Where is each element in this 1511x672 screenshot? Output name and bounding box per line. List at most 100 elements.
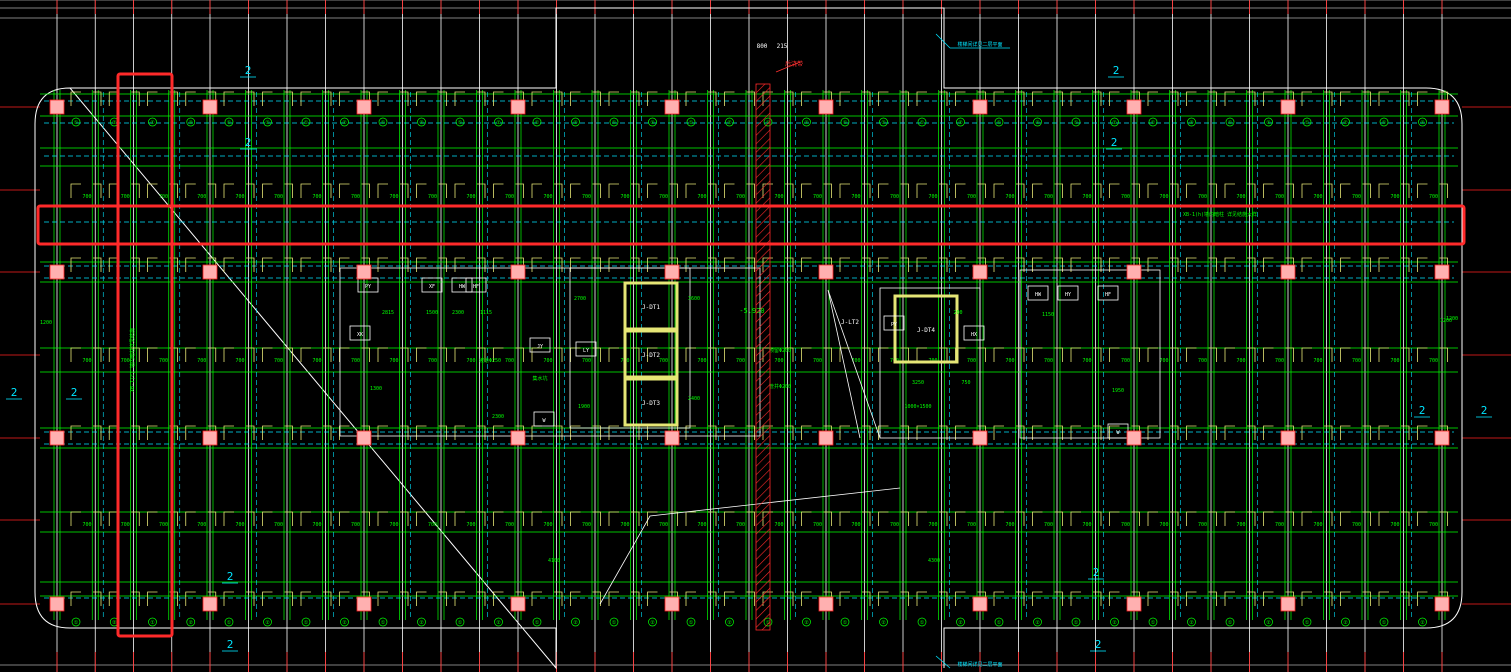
- column: [49, 264, 65, 280]
- highlight-horizontal-strip: [36, 204, 1466, 246]
- span-label: 700: [505, 194, 514, 200]
- rebar-bracket: [93, 91, 102, 106]
- rebar-bracket: [1032, 183, 1043, 198]
- slab-marker-circle: [648, 117, 657, 127]
- rebar-bracket: [477, 347, 486, 362]
- rebar-bracket: [1401, 511, 1410, 526]
- rebar-bracket: [108, 425, 120, 440]
- rebar-bracket: [839, 425, 850, 440]
- rebar-bracket: [685, 425, 696, 440]
- rebar-bracket: [1170, 511, 1179, 526]
- rebar-bracket: [400, 347, 409, 362]
- column: [1126, 264, 1142, 280]
- rebar-bracket: [108, 257, 120, 272]
- rebar-bracket: [1340, 511, 1351, 526]
- slab-marker-circle: [1225, 617, 1235, 627]
- rebar-bracket: [900, 257, 909, 272]
- rebar-bracket: [878, 347, 889, 362]
- slab-marker-circle: [994, 617, 1004, 627]
- span-label: 700: [505, 522, 514, 528]
- span-label: 700: [1429, 194, 1438, 200]
- rebar-bracket: [785, 511, 794, 526]
- ramp-lines: [599, 289, 901, 605]
- span-label: 700: [1275, 194, 1284, 200]
- rebar-bracket: [669, 511, 678, 526]
- span-label: 700: [774, 522, 783, 528]
- slab-marker-circle: [494, 617, 503, 627]
- slab-marker-circle: [686, 617, 696, 627]
- slab-marker: ②: [1112, 620, 1117, 626]
- column: [49, 596, 65, 612]
- rebar-bracket: [724, 425, 735, 440]
- rebar-bracket: [438, 425, 447, 440]
- rebar-bracket: [1224, 591, 1235, 606]
- rebar-bracket: [1247, 257, 1256, 272]
- rebar-bracket: [1378, 347, 1389, 362]
- span-label: 700: [312, 194, 321, 200]
- rebar-bracket: [608, 425, 619, 440]
- dimension-label: 2300: [452, 310, 464, 316]
- span-label: 700: [1121, 522, 1130, 528]
- stair-shaft: [623, 281, 679, 331]
- rebar-bracket: [477, 425, 486, 440]
- rebar-bracket: [1263, 425, 1274, 440]
- rebar-bracket: [955, 257, 966, 272]
- rebar-bracket: [93, 511, 102, 526]
- slab-marker: ②: [804, 620, 809, 626]
- span-label: 700: [1082, 358, 1091, 364]
- span-label: 700: [1236, 522, 1245, 528]
- rebar-bracket: [323, 91, 332, 106]
- rebar-bracket: [361, 183, 370, 198]
- rebar-bracket: [377, 257, 388, 272]
- rebar-bracket: [300, 591, 311, 606]
- rebar-bracket: [1070, 511, 1081, 526]
- rebar-bracket: [1362, 183, 1371, 198]
- rebar-bracket: [1378, 591, 1389, 606]
- rebar-bracket: [1054, 91, 1063, 106]
- rebar-bracket: [878, 183, 889, 198]
- rebar-bracket: [284, 347, 293, 362]
- rebar-bracket: [438, 257, 447, 272]
- span-label: 700: [928, 522, 937, 528]
- rebar-bracket: [1224, 257, 1235, 272]
- rebar-bracket: [554, 425, 563, 440]
- room-box: [1027, 285, 1049, 301]
- rebar-bracket: [647, 591, 658, 606]
- rebar-bracket: [185, 591, 196, 606]
- section-mark: 2: [1419, 404, 1426, 417]
- dimension-label: 1900: [578, 404, 590, 410]
- room-box: [533, 411, 555, 427]
- rebar-bracket: [939, 91, 948, 106]
- rebar-bracket: [515, 347, 524, 362]
- slab-marker-circle: [455, 617, 465, 627]
- rebar-bracket: [339, 347, 350, 362]
- rebar-bracket: [1032, 511, 1043, 526]
- column-layer: [49, 99, 1450, 612]
- slab-marker: ①: [150, 620, 155, 626]
- slab-marker: ①: [1382, 120, 1387, 126]
- rebar-bracket: [1208, 347, 1217, 362]
- slab-marker: ①: [304, 120, 309, 126]
- column: [356, 264, 372, 280]
- stair-note-top: 楼梯间详见二层平面: [957, 41, 1002, 48]
- stair-label: J-DT3: [642, 400, 660, 407]
- span-label: 700: [1390, 358, 1399, 364]
- rebar-bracket: [955, 91, 966, 106]
- core-note: 1000×1500: [904, 404, 931, 410]
- column: [202, 99, 218, 115]
- room-box: [451, 277, 473, 293]
- rebar-bracket: [1362, 511, 1371, 526]
- span-label: 700: [1005, 522, 1014, 528]
- section-mark: 2: [11, 386, 18, 399]
- slab-marker-circle: [224, 617, 234, 627]
- room-label: PY: [891, 322, 897, 328]
- column: [510, 264, 526, 280]
- span-label: 700: [389, 522, 398, 528]
- rebar-bracket: [262, 425, 273, 440]
- stair-note-bottom: 楼梯间详见二层平面: [957, 661, 1002, 668]
- rebar-bracket: [592, 511, 601, 526]
- slab-marker: ②: [112, 120, 117, 126]
- rebar-bracket: [1093, 183, 1102, 198]
- stair-label: J-DT2: [642, 352, 660, 359]
- slab-marker: ①: [535, 620, 540, 626]
